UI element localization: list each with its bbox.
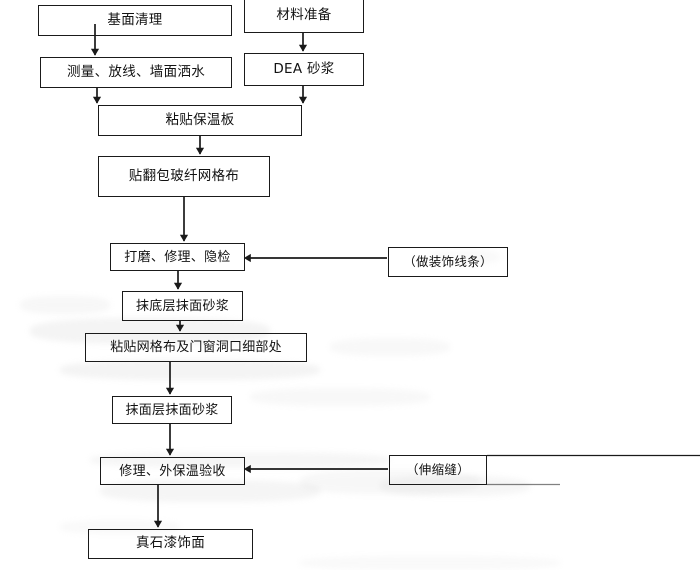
node-grinding-repair-inspection[interactable]: 打磨、修理、隐检 [110, 243, 245, 271]
node-label: （伸缩缝） [405, 461, 470, 477]
node-decorative-lines[interactable]: （做装饰线条） [388, 247, 508, 277]
node-label: 抹底层抹面砂浆 [135, 298, 230, 314]
node-mesh-and-opening-details[interactable]: 粘贴网格布及门窗洞口细部处 [85, 333, 307, 362]
node-dea-mortar[interactable]: DEA 砂浆 [244, 53, 364, 86]
node-label: 贴翻包玻纤网格布 [128, 167, 240, 184]
node-label: 基面清理 [107, 11, 163, 28]
node-base-cleaning[interactable]: 基面清理 [38, 5, 232, 36]
node-base-coat-mortar[interactable]: 抹底层抹面砂浆 [122, 291, 243, 321]
node-label: 测量、放线、墙面洒水 [67, 63, 205, 80]
node-expansion-joint[interactable]: （伸缩缝） [389, 455, 487, 485]
node-label: 材料准备 [276, 7, 332, 24]
node-wrap-fiberglass-mesh[interactable]: 贴翻包玻纤网格布 [98, 156, 270, 197]
node-label: 抹面层抹面砂浆 [125, 402, 219, 418]
node-label: 粘贴网格布及门窗洞口细部处 [110, 340, 282, 355]
node-label: 真石漆饰面 [136, 535, 205, 552]
node-finish-coat-mortar[interactable]: 抹面层抹面砂浆 [112, 396, 232, 424]
node-material-preparation[interactable]: 材料准备 [244, 0, 364, 33]
node-label: DEA 砂浆 [273, 60, 335, 77]
node-survey-layout-wetting[interactable]: 测量、放线、墙面洒水 [40, 57, 232, 88]
node-label: 粘贴保温板 [165, 111, 235, 128]
node-stone-paint-finish[interactable]: 真石漆饰面 [88, 529, 253, 559]
node-label: 打磨、修理、隐检 [124, 249, 231, 265]
node-bond-insulation-board[interactable]: 粘贴保温板 [98, 105, 302, 136]
node-repair-and-acceptance[interactable]: 修理、外保温验收 [100, 457, 245, 485]
node-label: 修理、外保温验收 [119, 463, 226, 479]
node-label: （做装饰线条） [403, 253, 493, 269]
